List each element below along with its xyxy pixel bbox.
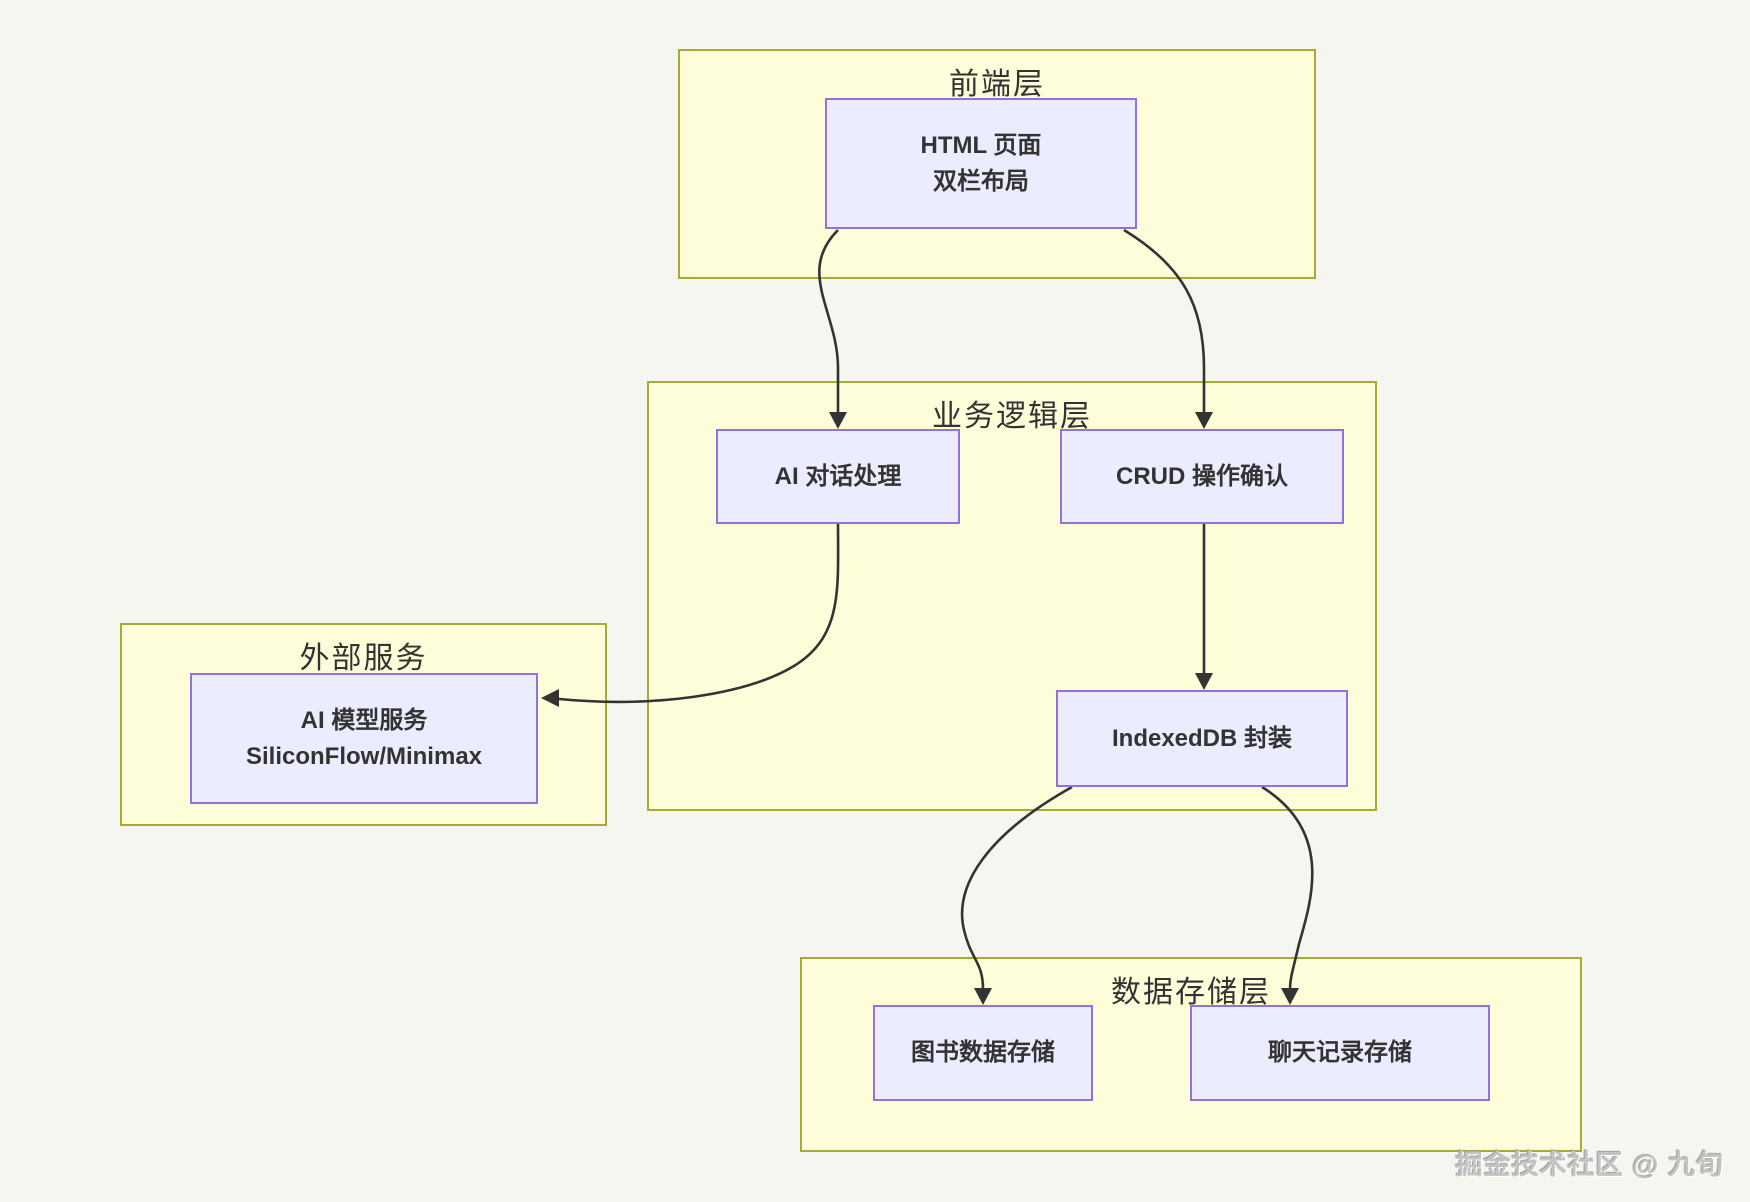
cluster-business-logic-title: 业务逻辑层 bbox=[932, 400, 1092, 433]
node-html-page-line-1: HTML 页面 bbox=[920, 131, 1042, 159]
watermark: 掘金技术社区 @ 九旬 bbox=[1455, 1150, 1724, 1180]
node-crud-confirm-label: CRUD 操作确认 bbox=[1116, 462, 1288, 490]
node-chat-record-storage: 聊天记录存储 bbox=[1190, 1005, 1490, 1101]
node-html-page: HTML 页面 双栏布局 bbox=[825, 98, 1137, 229]
cluster-external-services-title: 外部服务 bbox=[299, 642, 428, 675]
node-ai-model-service-line-2: SiliconFlow/Minimax bbox=[245, 742, 483, 770]
node-ai-model-service-line-1: AI 模型服务 bbox=[300, 706, 428, 734]
node-indexeddb-wrapper: IndexedDB 封装 bbox=[1056, 690, 1348, 787]
cluster-frontend-title: 前端层 bbox=[949, 68, 1045, 101]
node-ai-model-service: AI 模型服务 SiliconFlow/Minimax bbox=[190, 673, 538, 804]
node-chat-record-storage-label: 聊天记录存储 bbox=[1268, 1039, 1412, 1066]
node-ai-chat-handling: AI 对话处理 bbox=[716, 429, 960, 524]
cluster-data-storage-title: 数据存储层 bbox=[1111, 976, 1271, 1009]
node-indexeddb-wrapper-label: IndexedDB 封装 bbox=[1111, 724, 1293, 752]
node-ai-chat-handling-label: AI 对话处理 bbox=[774, 462, 902, 490]
node-crud-confirm: CRUD 操作确认 bbox=[1060, 429, 1344, 524]
node-book-data-storage: 图书数据存储 bbox=[873, 1005, 1093, 1101]
node-book-data-storage-label: 图书数据存储 bbox=[911, 1039, 1055, 1066]
node-html-page-line-2: 双栏布局 bbox=[933, 167, 1029, 195]
